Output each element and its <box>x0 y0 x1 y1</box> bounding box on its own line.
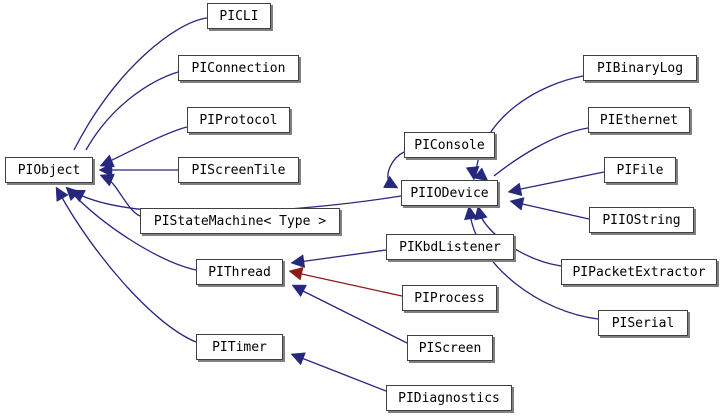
edge-piscreen-pithread-arrowhead-icon <box>291 284 307 298</box>
class-node-piprotocol[interactable]: PIProtocol <box>187 107 290 133</box>
edge-piprotocol-piobject <box>107 126 188 163</box>
class-node-label: PISerial <box>611 315 675 331</box>
class-node-label: PIBinaryLog <box>596 60 684 76</box>
class-node-label: PIConsole <box>414 137 485 153</box>
class-node-label: PIProtocol <box>199 112 278 128</box>
edge-piserial-piiodevice-arrowhead-icon <box>464 205 478 221</box>
edge-piscreentile-piobject-arrowhead-icon <box>98 163 113 177</box>
class-node-piconsole[interactable]: PIConsole <box>404 132 495 158</box>
edge-pitimer-piobject <box>59 193 197 343</box>
edge-piscreen-pithread <box>298 288 408 344</box>
edge-pikbdlistener-pithread <box>298 249 387 263</box>
class-node-piobject[interactable]: PIObject <box>5 157 93 183</box>
edge-pitimer-piobject-arrowhead-icon <box>55 186 69 202</box>
edge-piiostring-piiodevice-arrowhead-icon <box>509 197 525 211</box>
edge-piprotocol-piobject-arrowhead-icon <box>99 154 115 168</box>
edge-piethernet-piiodevice-arrowhead-icon <box>473 167 489 182</box>
edge-piconsole-piiodevice-arrowhead-icon <box>383 175 399 189</box>
class-node-label: PITimer <box>212 339 267 355</box>
edge-piserial-piiodevice <box>469 213 599 320</box>
class-node-pithread[interactable]: PIThread <box>196 259 283 285</box>
class-node-piiodevice[interactable]: PIIODevice <box>401 180 498 206</box>
edge-pifile-piiodevice <box>515 171 605 191</box>
class-node-pidiagnostics[interactable]: PIDiagnostics <box>386 385 512 411</box>
class-node-label: PIIODevice <box>410 185 489 201</box>
edge-piprocess-pithread <box>296 272 403 297</box>
edge-piprocess-pithread-arrowhead-icon <box>288 267 304 281</box>
class-node-label: PIIOString <box>602 212 681 228</box>
class-node-pifile[interactable]: PIFile <box>604 157 676 183</box>
edge-pithread-piobject <box>71 192 197 271</box>
edge-pibinarylog-piiodevice-arrowhead-icon <box>465 166 480 181</box>
class-node-pistatemachine[interactable]: PIStateMachine< Type > <box>140 208 340 234</box>
edge-pipacketextractor-piiodevice-arrowhead-icon <box>474 205 488 221</box>
class-node-label: PIConnection <box>191 60 286 76</box>
edge-pistatemachine-piobject-arrowhead-icon <box>99 173 115 187</box>
edge-pidiagnostics-pitimer-arrowhead-icon <box>290 352 306 366</box>
class-node-label: PIFile <box>616 162 664 178</box>
edge-piconnection-piobject <box>85 71 179 151</box>
class-node-piscreen[interactable]: PIScreen <box>407 335 493 361</box>
class-node-label: PIProcess <box>414 290 485 306</box>
class-node-label: PIScreen <box>418 340 482 356</box>
class-node-pikbdlistener[interactable]: PIKbdListener <box>386 234 514 260</box>
edge-picli-piobject <box>73 17 208 151</box>
class-node-label: PIThread <box>208 264 271 280</box>
class-node-pibinarylog[interactable]: PIBinaryLog <box>583 55 697 81</box>
class-node-piscreentile[interactable]: PIScreenTile <box>178 157 299 183</box>
class-node-label: PIEthernet <box>599 112 679 128</box>
class-node-piethernet[interactable]: PIEthernet <box>588 107 690 133</box>
class-node-piconnection[interactable]: PIConnection <box>178 55 299 81</box>
class-node-label: PIStateMachine< Type > <box>153 213 327 229</box>
class-node-label: PIObject <box>17 162 81 178</box>
class-node-picli[interactable]: PICLI <box>207 3 271 29</box>
edge-pistatemachine-piobject <box>107 178 141 217</box>
class-node-pipacketextractor[interactable]: PIPacketExtractor <box>561 259 717 285</box>
class-node-label: PIScreenTile <box>191 162 286 178</box>
edge-piiodevice-piobject-arrowhead-icon <box>70 189 86 203</box>
edge-pidiagnostics-pitimer <box>298 356 387 392</box>
edge-piiostring-piiodevice <box>517 202 590 220</box>
class-node-label: PIDiagnostics <box>398 390 500 406</box>
edge-piethernet-piiodevice <box>493 127 589 177</box>
class-node-pitimer[interactable]: PITimer <box>196 334 283 360</box>
class-node-piprocess[interactable]: PIProcess <box>402 285 497 311</box>
class-node-label: PICLI <box>219 8 259 24</box>
edge-pifile-piiodevice-arrowhead-icon <box>507 182 523 197</box>
edge-pikbdlistener-pithread-arrowhead-icon <box>290 254 306 268</box>
class-node-label: PIPacketExtractor <box>572 264 706 280</box>
class-node-piserial[interactable]: PISerial <box>598 310 688 336</box>
class-node-label: PIKbdListener <box>399 239 501 255</box>
class-node-piiostring[interactable]: PIIOString <box>589 207 694 233</box>
